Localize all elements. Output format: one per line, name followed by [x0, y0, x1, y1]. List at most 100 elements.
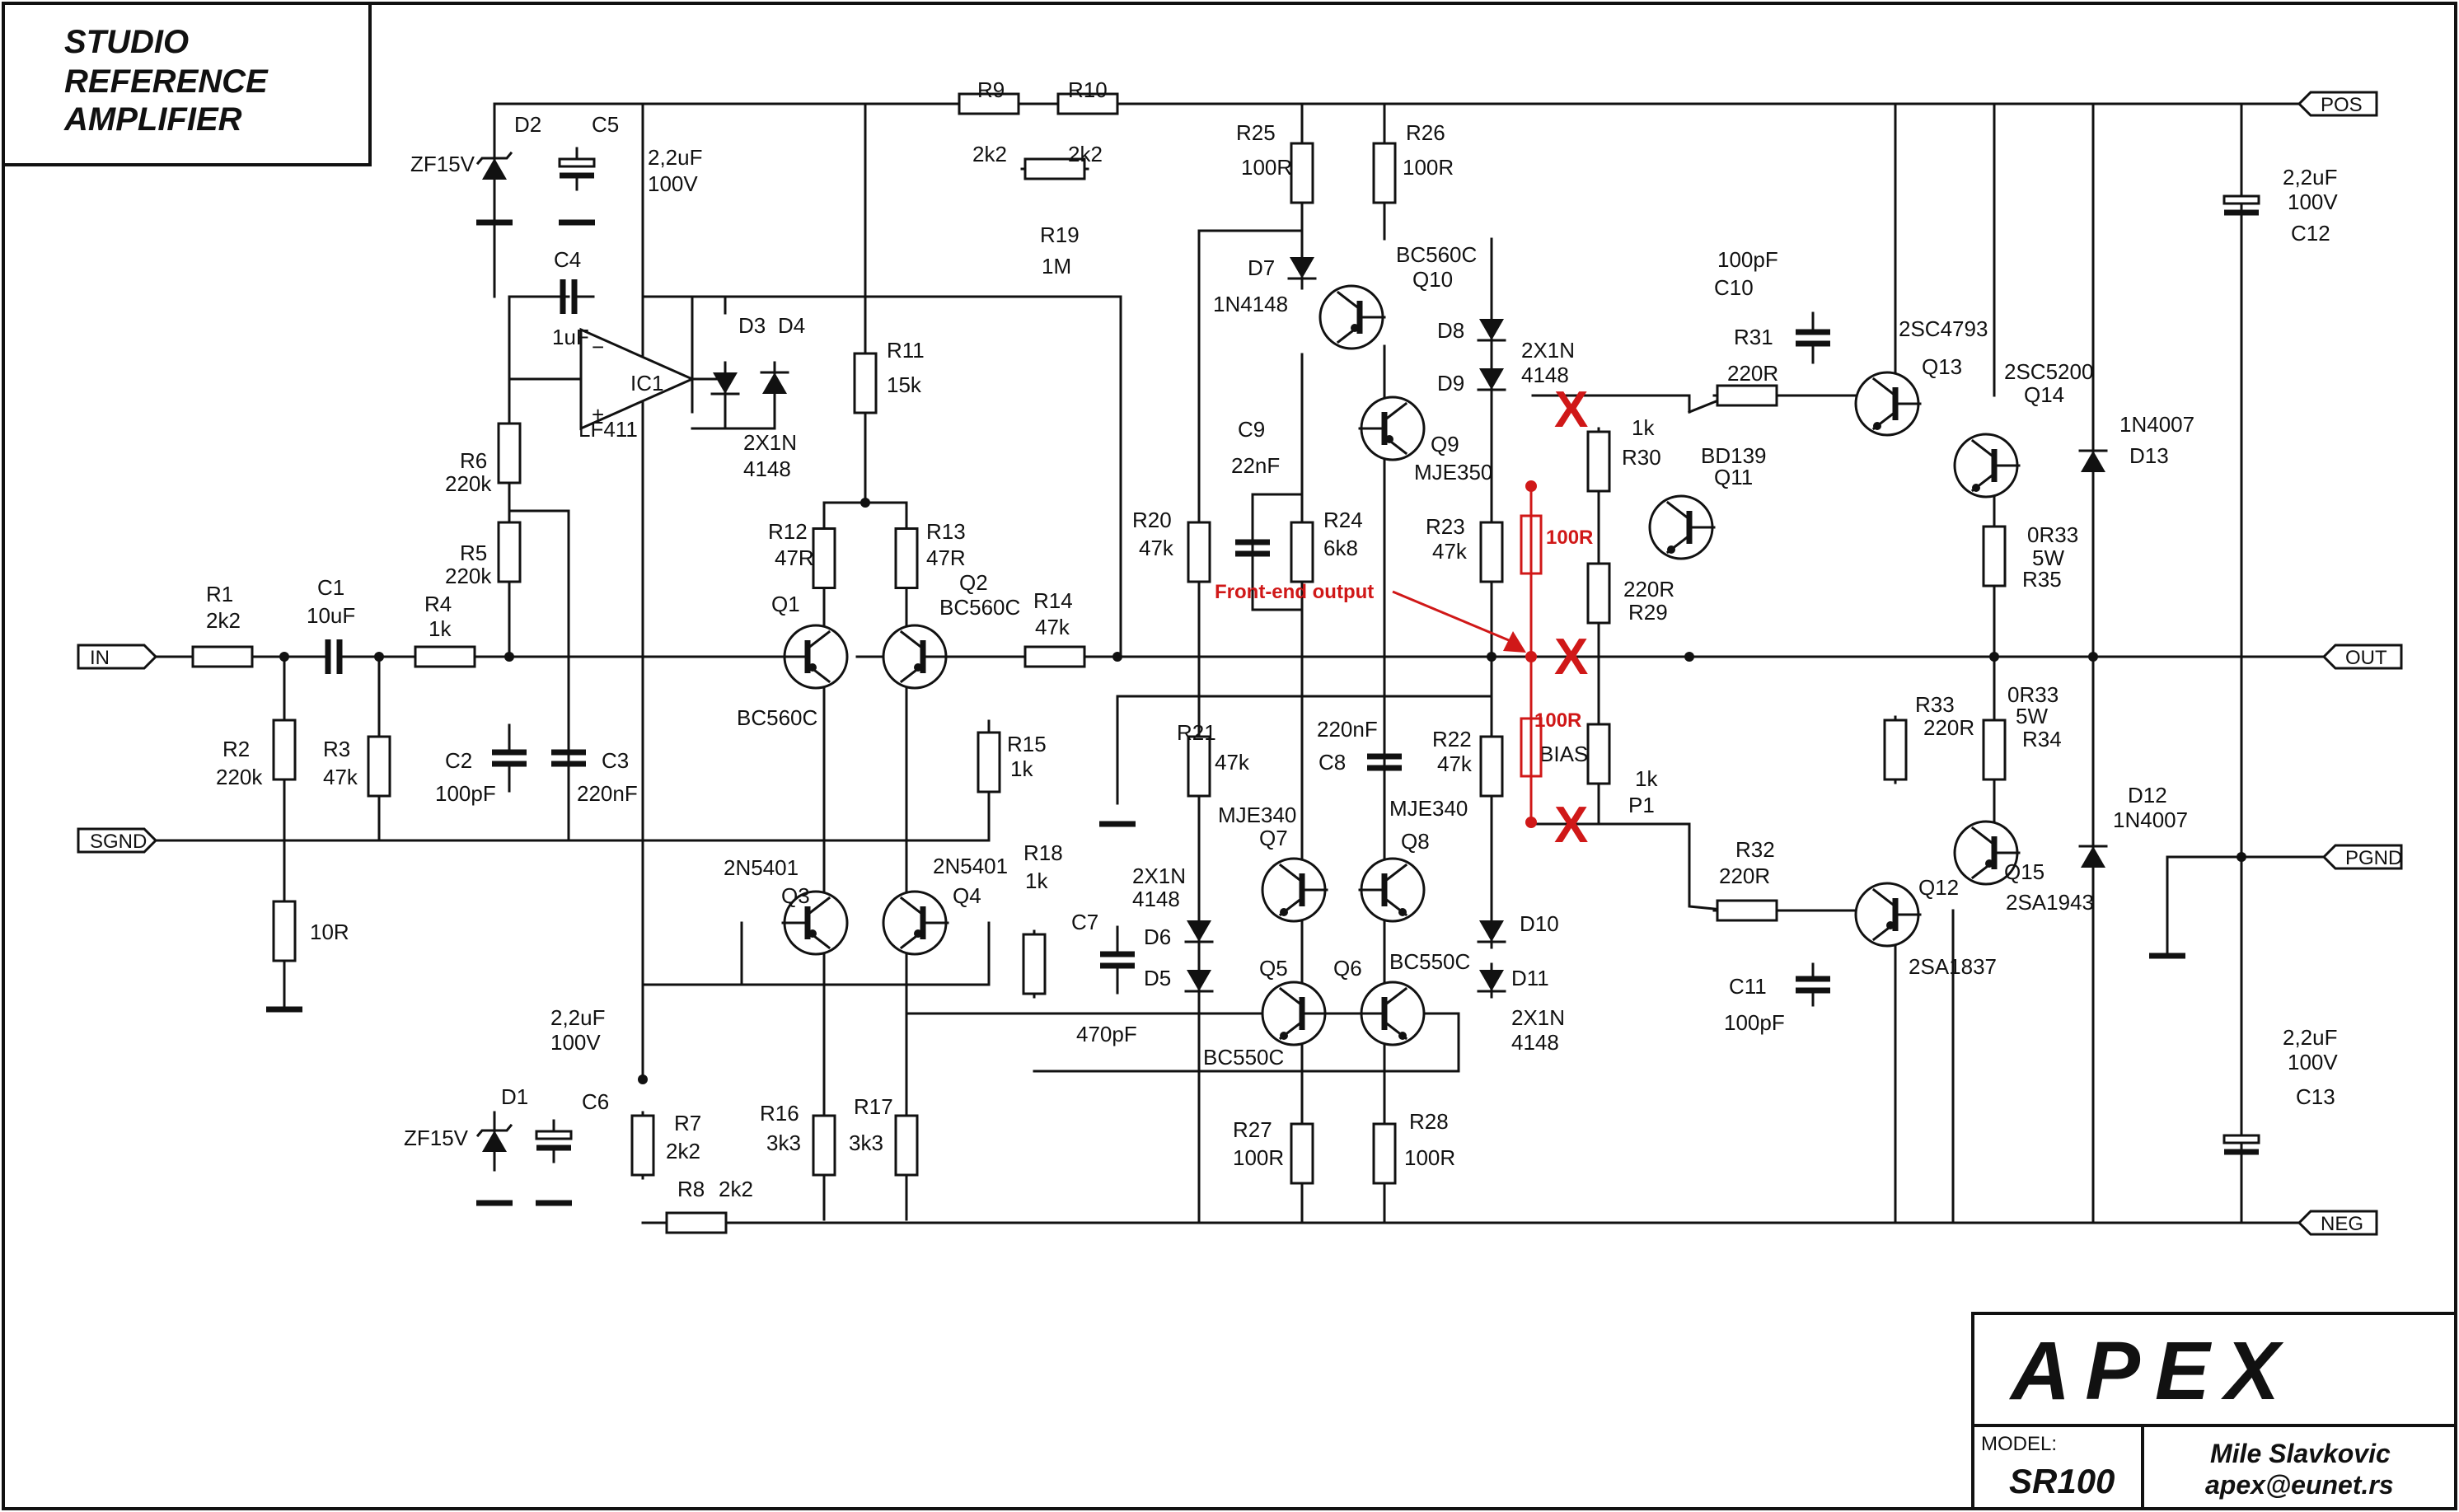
- wire: [1531, 394, 1691, 414]
- label-resistors-R18-value: 1k: [1025, 868, 1048, 893]
- diode-D10: [1477, 913, 1506, 949]
- junction-dot: [279, 652, 289, 662]
- port-label-pos: POS: [2321, 94, 2363, 116]
- label-resistors-R26-value: 100R: [1403, 155, 1454, 180]
- label-resistors-R25-name: R25: [1236, 120, 1276, 145]
- label-diodes-D6-part2: 4148: [1132, 887, 1180, 911]
- capacitor-C5: [558, 147, 596, 191]
- wire: [1197, 221, 1304, 232]
- label-capacitors-C8-name: C8: [1318, 750, 1346, 775]
- resistor-R11: [853, 344, 878, 422]
- port-neg: NEG: [2297, 1210, 2378, 1236]
- title-line-1: STUDIO: [64, 24, 189, 60]
- label-resistors-R24-value: 6k8: [1323, 536, 1358, 560]
- label-resistors-R1-value: 2k2: [206, 608, 241, 633]
- label-resistors-R27-value: 100R: [1233, 1145, 1284, 1170]
- diode-D8: [1477, 311, 1506, 348]
- label-transistors-Q15-name: Q15: [2004, 859, 2044, 884]
- opamp-IC1: −+: [579, 327, 696, 431]
- label-resistors-R12-name: R12: [768, 519, 808, 544]
- transistor-Q12: [1854, 882, 1922, 948]
- model-number: SR100: [2009, 1462, 2115, 1500]
- label-resistors-R31-value: 220R: [1727, 361, 1778, 386]
- diode-D1: [475, 1111, 513, 1172]
- model-label: MODEL:: [1981, 1433, 2057, 1455]
- label-resistors-R33-name: R33: [1915, 692, 1955, 717]
- junction-dot: [1684, 652, 1694, 662]
- label-resistors-R2-value: 220k: [216, 765, 263, 789]
- label-diodes-D10-name: D10: [1520, 911, 1559, 936]
- label-transistors-Q15-part: 2SA1943: [2006, 890, 2094, 915]
- resistor-R17: [894, 1111, 919, 1180]
- resistor-R15: [977, 723, 1001, 801]
- label-resistors-R25-value: 100R: [1241, 155, 1292, 180]
- label-resistors-R20-name: R20: [1132, 508, 1172, 532]
- resistor-R20: [1187, 509, 1211, 595]
- label-resistors-R2b-value: 10R: [310, 920, 349, 944]
- port-in: IN: [77, 644, 158, 670]
- label-diodes-D6-name: D6: [1144, 925, 1171, 949]
- transistor-Q11: [1648, 494, 1716, 560]
- label-diodes-D4-part: 2X1N: [743, 430, 797, 455]
- resistor-R2b: [272, 888, 297, 974]
- resistor-R19: [1020, 157, 1089, 180]
- label-resistors-R8-value: 2k2: [719, 1177, 753, 1201]
- transistor-Q2: [882, 624, 949, 690]
- label-resistors-R32-value: 220R: [1719, 864, 1770, 888]
- label-diodes-D3-name: D3: [738, 313, 766, 338]
- label-resistors-R9-value: 2k2: [972, 142, 1007, 166]
- label-diodes-D2-name: D2: [514, 112, 541, 137]
- label-diodes-D12-name: D12: [2128, 783, 2167, 807]
- label-resistors-R31-name: R31: [1734, 325, 1773, 349]
- label-resistors-P1-name: P1: [1628, 793, 1655, 817]
- label-capacitors-C12-name: C12: [2291, 221, 2330, 246]
- label-diodes-D12-part: 1N4007: [2113, 807, 2188, 832]
- port-label-pgnd: PGND: [2345, 847, 2402, 869]
- label-resistors-R7-name: R7: [674, 1111, 701, 1135]
- capacitor-C6: [535, 1119, 573, 1163]
- label-capacitors-C2-value: 100pF: [435, 781, 496, 806]
- label-resistors-R34-rating: 5W: [2016, 704, 2048, 728]
- label-resistors-R17-value: 3k3: [849, 1130, 883, 1155]
- label-transistors-Q6-name: Q6: [1333, 956, 1362, 981]
- label-resistors-R29-value: 220R: [1623, 577, 1674, 602]
- label-resistors-R23-name: R23: [1426, 514, 1465, 539]
- label-resistors-R35-name: R35: [2022, 567, 2062, 592]
- label-capacitors-C5-value: 2,2uF: [648, 145, 703, 170]
- label-capacitors-C13-voltage: 100V: [2288, 1050, 2338, 1074]
- label-diodes-D11-name: D11: [1511, 966, 1549, 990]
- label-capacitors-C2-name: C2: [445, 748, 472, 773]
- label-capacitors-C13-name: C13: [2296, 1084, 2335, 1109]
- label-diodes-D5-name: D5: [1144, 966, 1171, 990]
- label-capacitors-C10-value: 100pF: [1717, 247, 1778, 272]
- diode-D11: [1477, 962, 1506, 999]
- label-resistors-R28-name: R28: [1409, 1109, 1449, 1134]
- label-resistors-R1-name: R1: [206, 582, 233, 606]
- transistor-Q9: [1358, 396, 1426, 461]
- transistor-Q3: [781, 890, 849, 956]
- capacitor-C2: [492, 723, 527, 793]
- capacitor-C9: [1235, 526, 1270, 570]
- label-capacitors-C5-voltage: 100V: [648, 171, 698, 196]
- red-node-dot: [1525, 651, 1537, 662]
- label-diodes-D8-name: D8: [1437, 318, 1464, 343]
- transistor-Q15: [1953, 820, 2021, 886]
- capacitor-C4: [542, 279, 595, 314]
- label-ic-name: IC1: [630, 371, 663, 396]
- diode-D2: [475, 138, 513, 199]
- label-capacitors-C8-value: 220nF: [1317, 717, 1378, 742]
- label-transistors-Q1-name: Q1: [771, 592, 800, 616]
- title-line-2: REFERENCE: [64, 63, 269, 100]
- label-resistors-R4-name: R4: [424, 592, 452, 616]
- red-node-dot: [1525, 817, 1537, 828]
- resistor-R29: [1586, 559, 1611, 628]
- label-resistors-R10-value: 2k2: [1068, 142, 1103, 166]
- label-diodes-D1-part: ZF15V: [404, 1126, 469, 1150]
- diode-D7: [1287, 246, 1317, 290]
- label-transistors-Q10-name: Q10: [1412, 267, 1453, 292]
- label-capacitors-C6-voltage: 100V: [550, 1030, 601, 1055]
- junction-dot: [638, 1074, 648, 1084]
- junction-dot: [860, 498, 870, 508]
